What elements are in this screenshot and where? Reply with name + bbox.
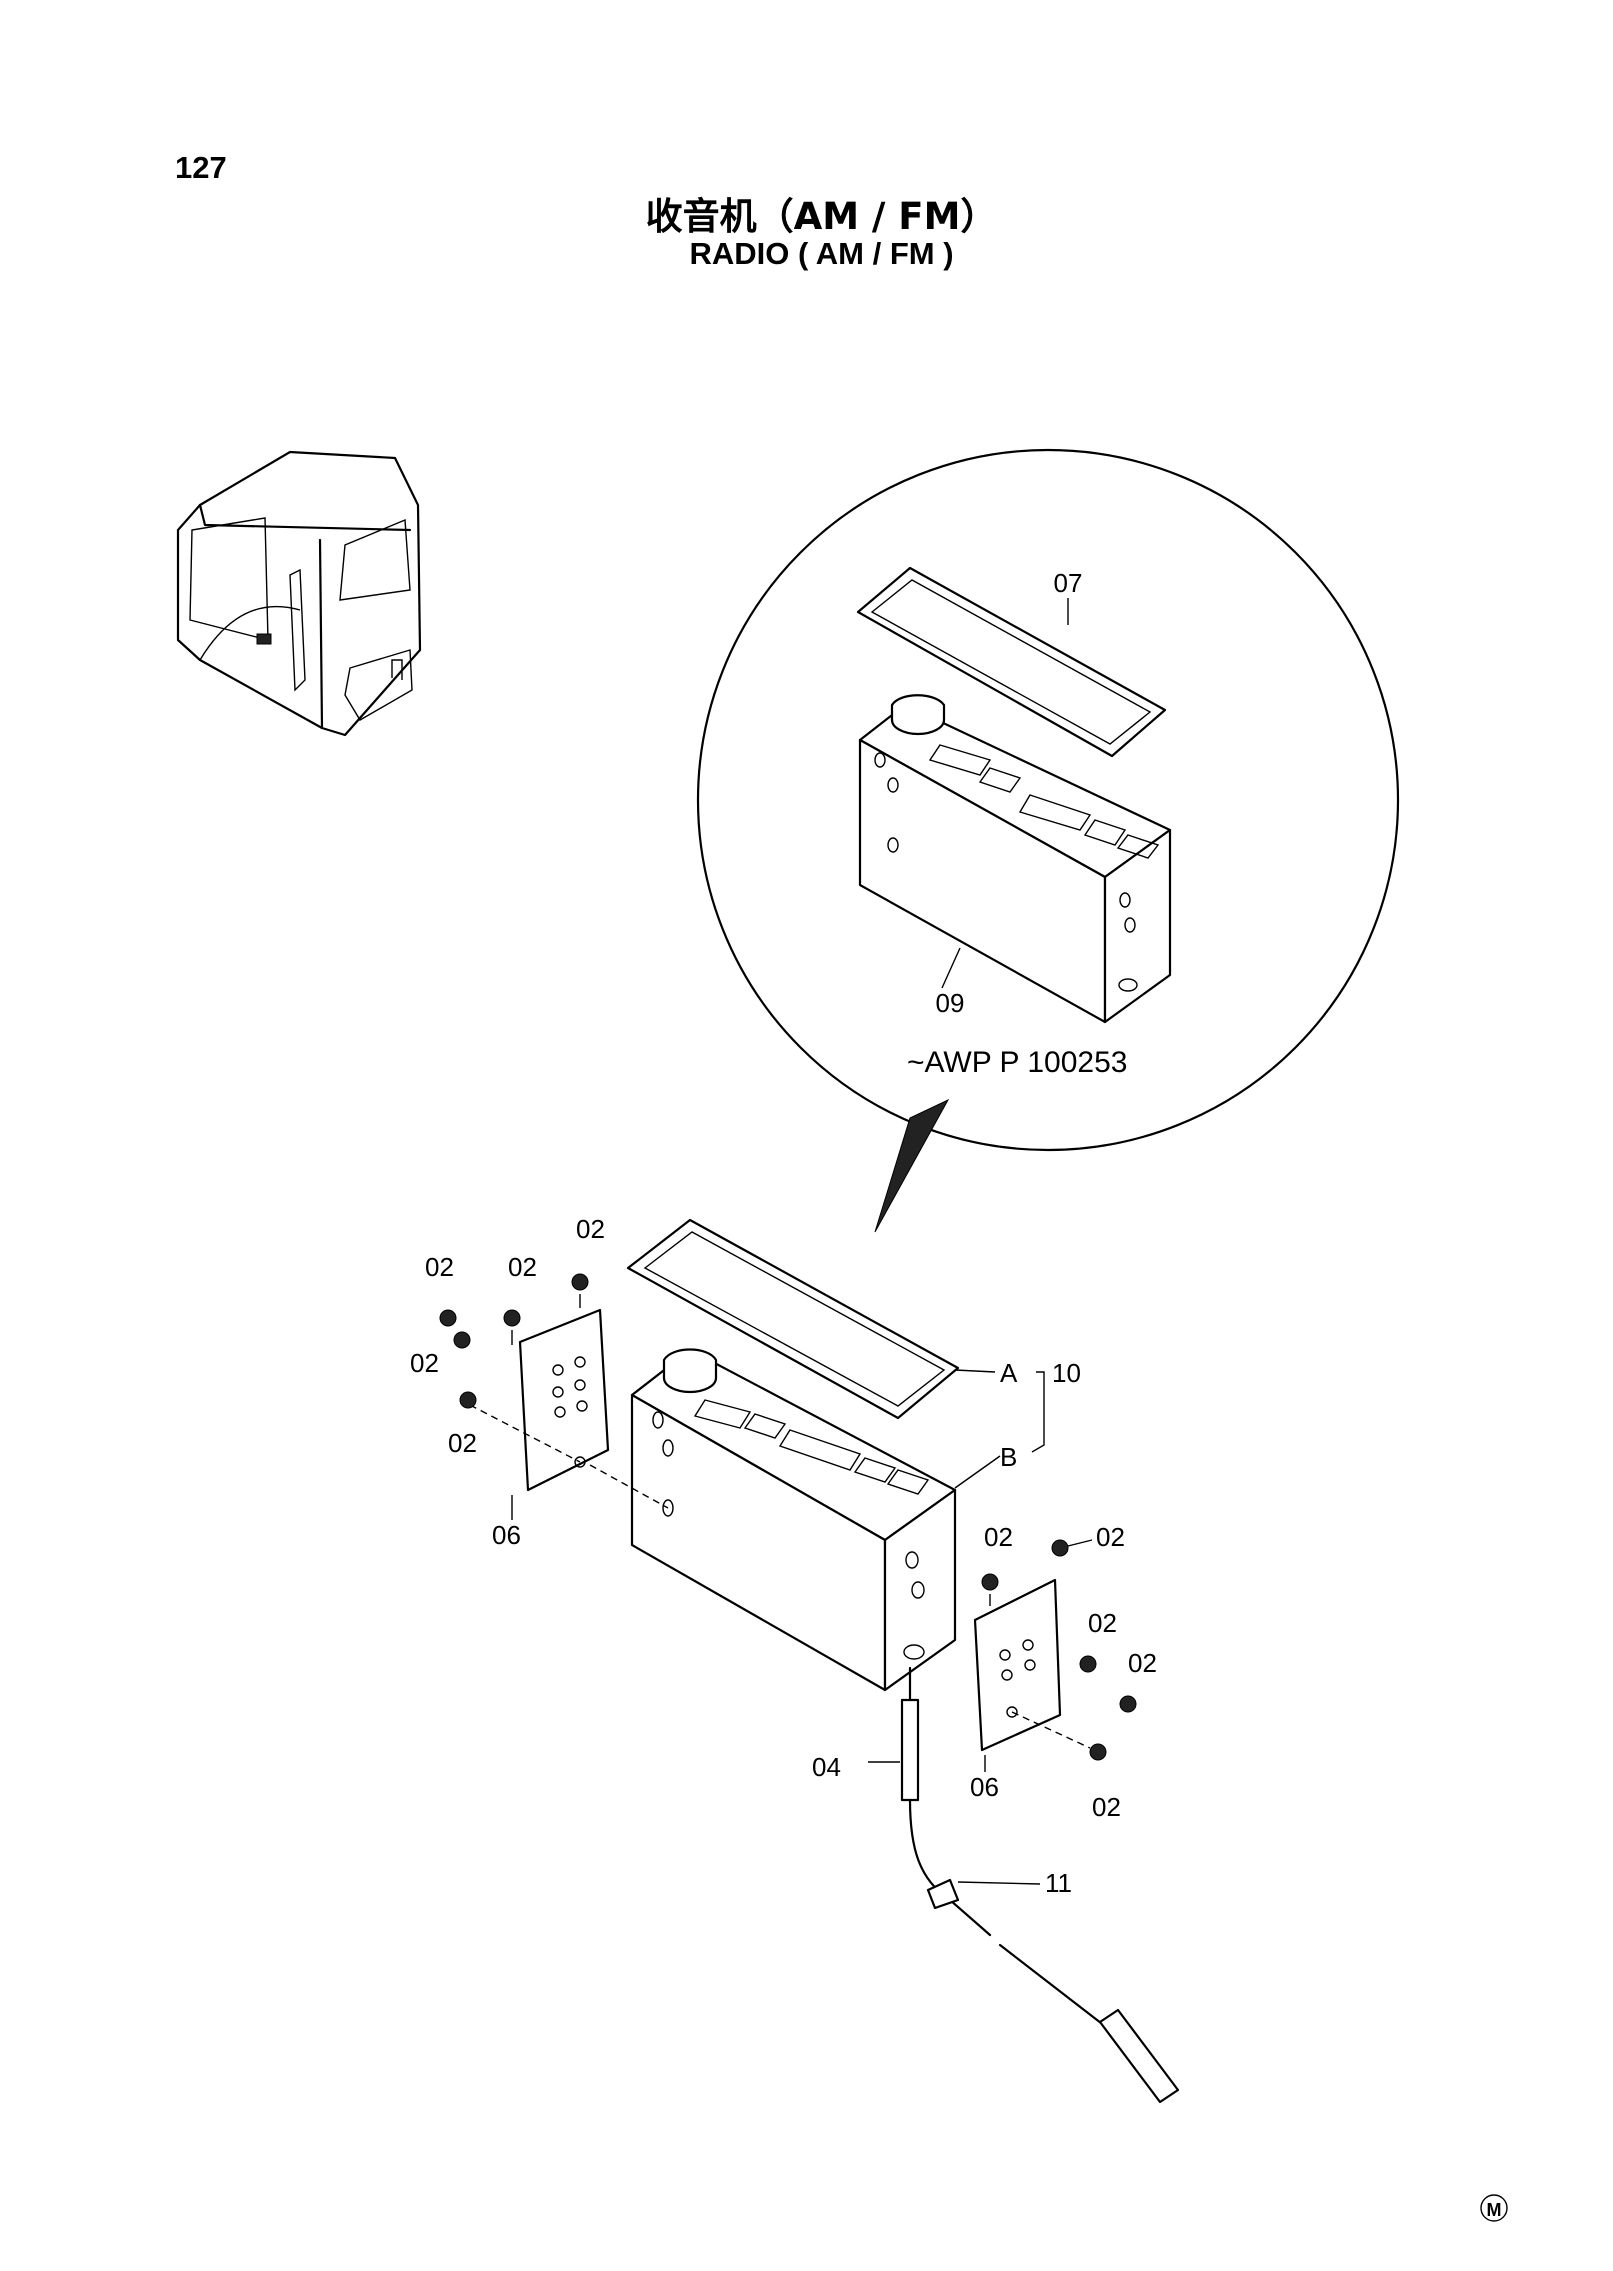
callout-09: 09 <box>936 988 965 1018</box>
callout-07: 07 <box>1054 568 1083 598</box>
callout-02: 02 <box>448 1428 477 1458</box>
callout-02: 02 <box>984 1522 1013 1552</box>
callout-06-right: 06 <box>970 1772 999 1802</box>
callout-02: 02 <box>410 1348 439 1378</box>
cab-thumbnail <box>176 450 422 737</box>
callout-06-left: 06 <box>492 1520 521 1550</box>
callout-10: 10 <box>1052 1358 1081 1388</box>
title-english: RADIO ( AM / FM ) <box>689 236 954 271</box>
footer-mark: M <box>1487 2200 1502 2220</box>
callout-11: 11 <box>1045 1868 1072 1898</box>
callout-02: 02 <box>1128 1648 1157 1678</box>
callout-02: 02 <box>508 1252 537 1282</box>
page-number: 127 <box>175 150 227 185</box>
callout-02: 02 <box>1088 1608 1117 1638</box>
callout-a: A <box>1000 1358 1018 1388</box>
title-chinese: 收音机（AM / FM） <box>645 195 998 238</box>
callout-02: 02 <box>1096 1522 1125 1552</box>
callout-02: 02 <box>425 1252 454 1282</box>
callout-b: B <box>1000 1442 1017 1472</box>
main-assembly <box>439 1218 1180 2104</box>
serial-note: ~AWP P 100253 <box>907 1046 1127 1079</box>
callout-02: 02 <box>576 1214 605 1244</box>
detail-circle <box>696 448 1400 1233</box>
footer-mark-circle <box>1480 2194 1508 2222</box>
callout-04: 04 <box>812 1752 841 1782</box>
callout-02: 02 <box>1092 1792 1121 1822</box>
